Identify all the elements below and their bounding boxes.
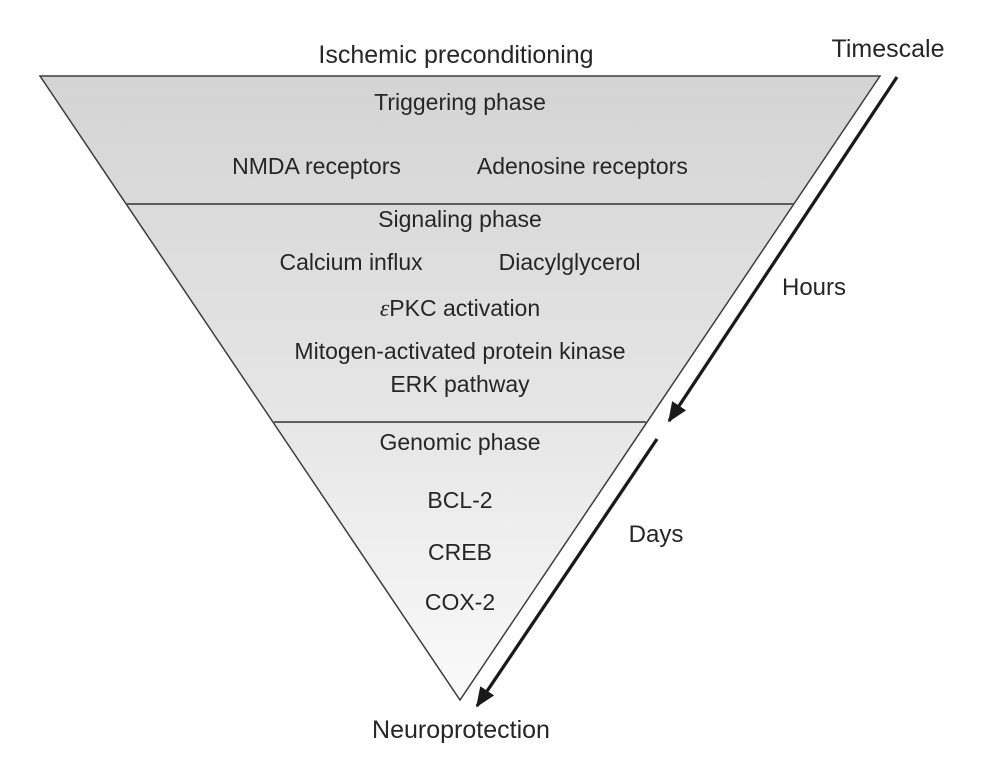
funnel-triangle xyxy=(38,75,882,702)
calcium-influx-label: Calcium influx xyxy=(279,249,423,275)
mapk-label: Mitogen-activated protein kinase xyxy=(294,338,626,364)
timescale-arrow-days-segment xyxy=(475,438,659,708)
triggering-items-row: NMDA receptors Adenosine receptors xyxy=(40,152,880,180)
timescale-label: Timescale xyxy=(831,35,945,63)
bcl2-label: BCL-2 xyxy=(427,487,493,513)
epsilon-glyph: ε xyxy=(379,296,390,322)
days-label: Days xyxy=(628,521,684,548)
timescale-arrow-hours-segment xyxy=(667,76,899,423)
creb-label: CREB xyxy=(428,539,492,565)
genomic-phase-heading: Genomic phase xyxy=(379,429,541,455)
epkc-activation-label: εPKC activation xyxy=(40,294,880,323)
triggering-phase-heading: Triggering phase xyxy=(374,89,546,115)
pkc-activation-text: PKC activation xyxy=(389,295,541,321)
neuroprotection-label: Neuroprotection xyxy=(372,716,550,744)
adenosine-receptors-label: Adenosine receptors xyxy=(476,153,688,179)
signaling-phase-heading: Signaling phase xyxy=(378,206,542,232)
erk-pathway-label: ERK pathway xyxy=(390,371,530,397)
hours-label: Hours xyxy=(781,274,847,301)
figure-title: Ischemic preconditioning xyxy=(318,41,594,69)
signaling-items-row: Calcium influx Diacylglycerol xyxy=(40,248,880,276)
nmda-receptors-label: NMDA receptors xyxy=(232,153,401,179)
diacylglycerol-label: Diacylglycerol xyxy=(498,249,641,275)
cox2-label: COX-2 xyxy=(424,589,496,615)
